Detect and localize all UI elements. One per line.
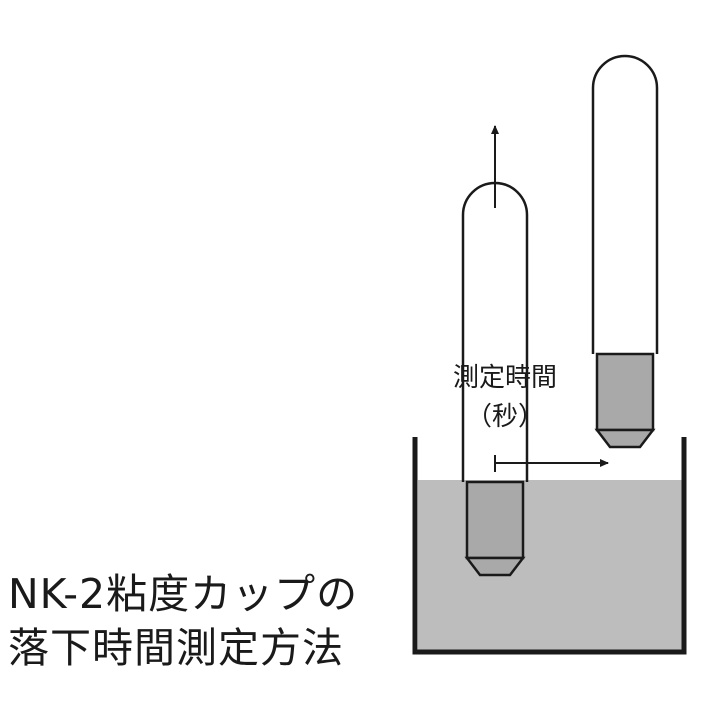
viscosity-cup-lifted: [591, 54, 659, 449]
cup-body: [595, 352, 655, 432]
caption-line-2: 落下時間測定方法: [8, 624, 344, 672]
measure-time-label: 測定時間: [452, 363, 557, 393]
liquid: [418, 480, 682, 650]
cup-orifice: [464, 556, 526, 577]
liquid-container: [412, 437, 687, 655]
cup-rod-outline: [461, 181, 529, 482]
measure-unit-label: （秒）: [465, 402, 544, 432]
cup-orifice: [594, 428, 656, 449]
cup-rod-outline: [591, 54, 659, 354]
cup-body: [465, 480, 525, 560]
caption-line-1: NK-2粘度カップの: [8, 570, 359, 618]
